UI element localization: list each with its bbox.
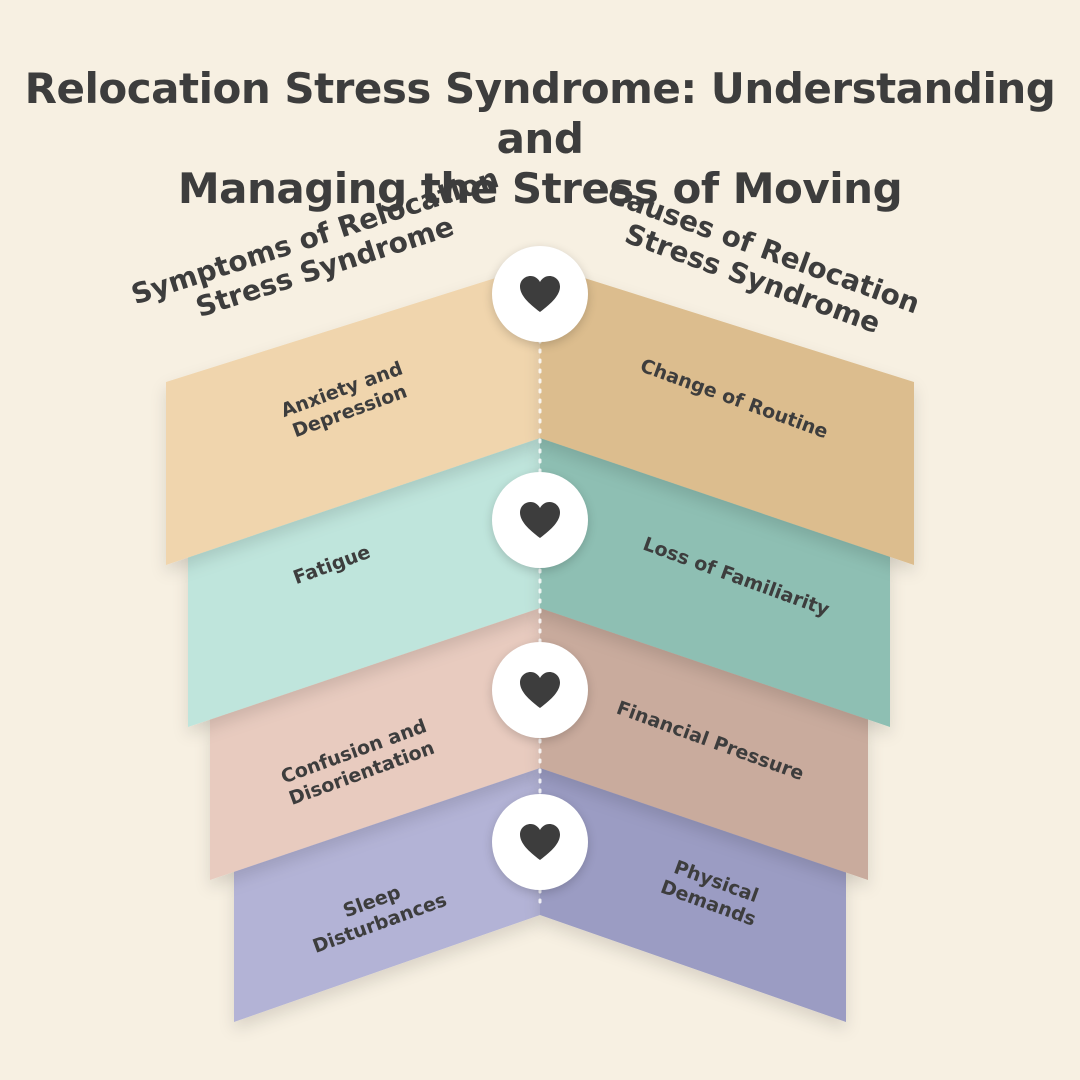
symptom-band (166, 264, 540, 565)
symptom-band (188, 438, 540, 727)
cause-band (540, 264, 914, 565)
heart-badge (492, 246, 588, 342)
heart-badge (492, 642, 588, 738)
heart-icon (520, 502, 560, 538)
heart-icon (520, 672, 560, 708)
page-title: Relocation Stress Syndrome: Understandin… (0, 64, 1080, 214)
heart-icon (520, 276, 560, 312)
symptom-band (210, 608, 540, 880)
cause-band (540, 438, 890, 727)
heart-icon (520, 824, 560, 860)
heart-badge (492, 794, 588, 890)
heart-badge (492, 472, 588, 568)
band-group (166, 264, 914, 1022)
title-line-2: Managing the Stress of Moving (177, 164, 903, 213)
title-line-1: Relocation Stress Syndrome: Understandin… (24, 64, 1056, 163)
cause-band (540, 608, 868, 880)
